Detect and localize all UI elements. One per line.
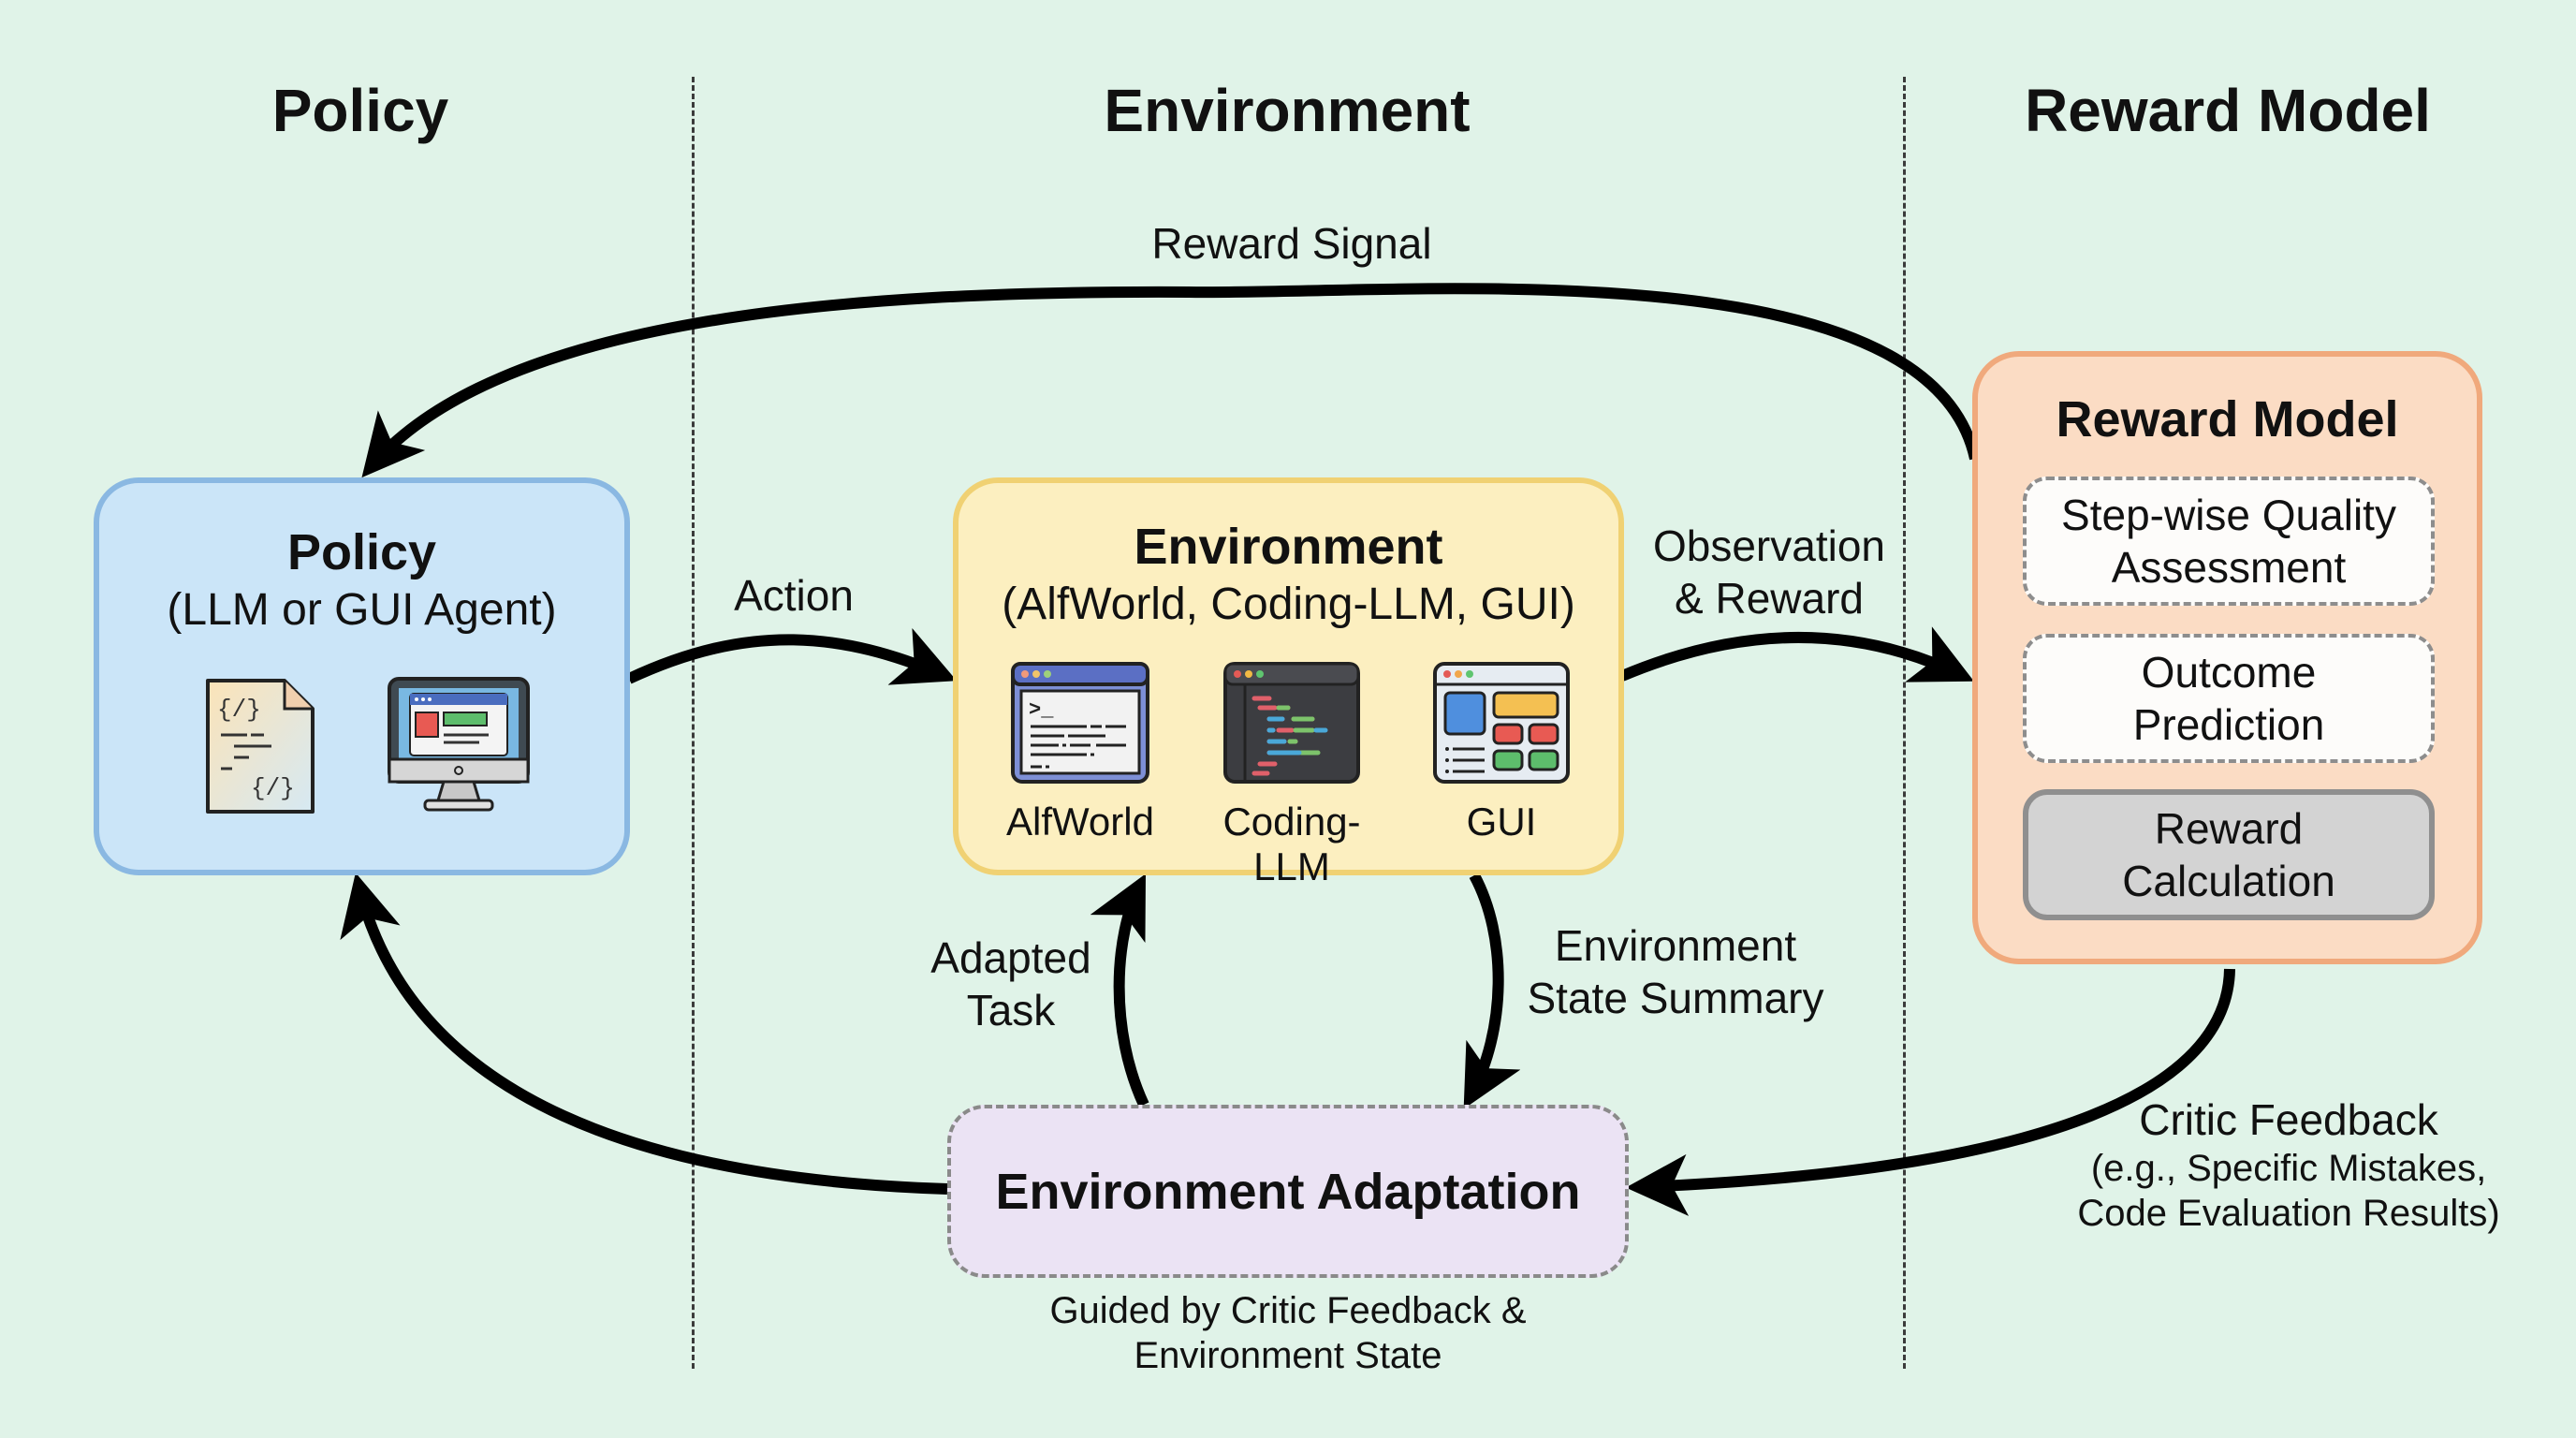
policy-box[interactable]: Policy (LLM or GUI Agent) {/} {/} (94, 477, 630, 875)
environment-adaptation-title: Environment Adaptation (995, 1163, 1581, 1220)
outcome-line1: Outcome (2141, 648, 2317, 697)
outcome-prediction[interactable]: Outcome Prediction (2023, 634, 2435, 763)
outcome-line2: Prediction (2132, 700, 2325, 749)
environment-box-subtitle: (AlfWorld, Coding-LLM, GUI) (1002, 580, 1575, 629)
reward-signal-arrow (361, 283, 1981, 478)
svg-text:{/}: {/} (251, 774, 295, 802)
action-label: Action (734, 571, 854, 620)
adapted-task-line1: Adapted (930, 933, 1091, 982)
environment-box-title: Environment (1134, 519, 1443, 575)
state-summary-arrow (1463, 873, 1521, 1109)
adapted-task-label: Adapted Task (899, 932, 1123, 1036)
step-wise-quality-assessment[interactable]: Step-wise Quality Assessment (2023, 477, 2435, 606)
environment-item-alfworld: AlfWorld (1006, 800, 1154, 844)
environment-adaptation-caption: Guided by Critic Feedback & Environment … (960, 1288, 1616, 1378)
policy-box-title: Policy (286, 524, 437, 580)
reward-calc-line1: Reward (2154, 804, 2304, 853)
adaptation-to-policy-arrow (340, 873, 948, 1195)
step-wise-line2: Assessment (2111, 543, 2347, 592)
critic-feedback-detail-line1: (e.g., Specific Mistakes, (2090, 1148, 2487, 1189)
column-title-reward-model: Reward Model (2025, 77, 2431, 144)
reward-signal-label: Reward Signal (1151, 219, 1432, 268)
action-arrow (626, 627, 958, 685)
code-file-icon: {/} {/} (206, 679, 315, 814)
terminal-window-icon: >_ (1011, 662, 1149, 784)
column-divider-left (692, 77, 695, 1369)
critic-feedback-title: Critic Feedback (2139, 1095, 2438, 1144)
critic-feedback-label: Critic Feedback (e.g., Specific Mistakes… (2041, 1093, 2537, 1236)
reward-model-box-title: Reward Model (2056, 391, 2399, 448)
adaptation-caption-line1: Guided by Critic Feedback & (1049, 1290, 1527, 1331)
environment-item-gui: GUI (1466, 800, 1537, 844)
state-summary-line2: State Summary (1527, 974, 1824, 1022)
state-summary-label: Environment State Summary (1507, 919, 1844, 1024)
step-wise-line1: Step-wise Quality (2061, 491, 2396, 539)
state-summary-line1: Environment (1554, 921, 1797, 970)
column-title-environment: Environment (1104, 77, 1471, 144)
environment-adaptation-box[interactable]: Environment Adaptation (947, 1105, 1629, 1278)
environment-box[interactable]: Environment (AlfWorld, Coding-LLM, GUI) … (953, 477, 1624, 888)
monitor-icon (388, 677, 530, 812)
critic-feedback-detail-line2: Code Evaluation Results) (2077, 1193, 2500, 1234)
reward-model-box[interactable]: Reward Model Step-wise Quality Assessmen… (1972, 351, 2482, 964)
environment-item-coding-llm: Coding-LLM (1222, 800, 1361, 888)
observation-reward-label: Observation & Reward (1629, 520, 1910, 624)
reward-calculation[interactable]: Reward Calculation (2023, 789, 2435, 920)
adaptation-caption-line2: Environment State (1134, 1335, 1442, 1376)
reward-calc-line2: Calculation (2122, 857, 2335, 905)
observation-label-line1: Observation (1652, 521, 1885, 570)
code-editor-icon (1223, 662, 1360, 784)
column-title-policy: Policy (271, 77, 449, 144)
svg-text:>_: >_ (1029, 698, 1054, 722)
observation-label-line2: & Reward (1675, 574, 1864, 623)
adapted-task-line2: Task (966, 986, 1056, 1034)
observation-reward-arrow (1619, 626, 1974, 682)
svg-text:{/}: {/} (217, 696, 261, 724)
gui-window-icon (1433, 662, 1570, 784)
policy-box-subtitle: (LLM or GUI Agent) (167, 585, 557, 635)
column-divider-right (1903, 77, 1906, 1369)
